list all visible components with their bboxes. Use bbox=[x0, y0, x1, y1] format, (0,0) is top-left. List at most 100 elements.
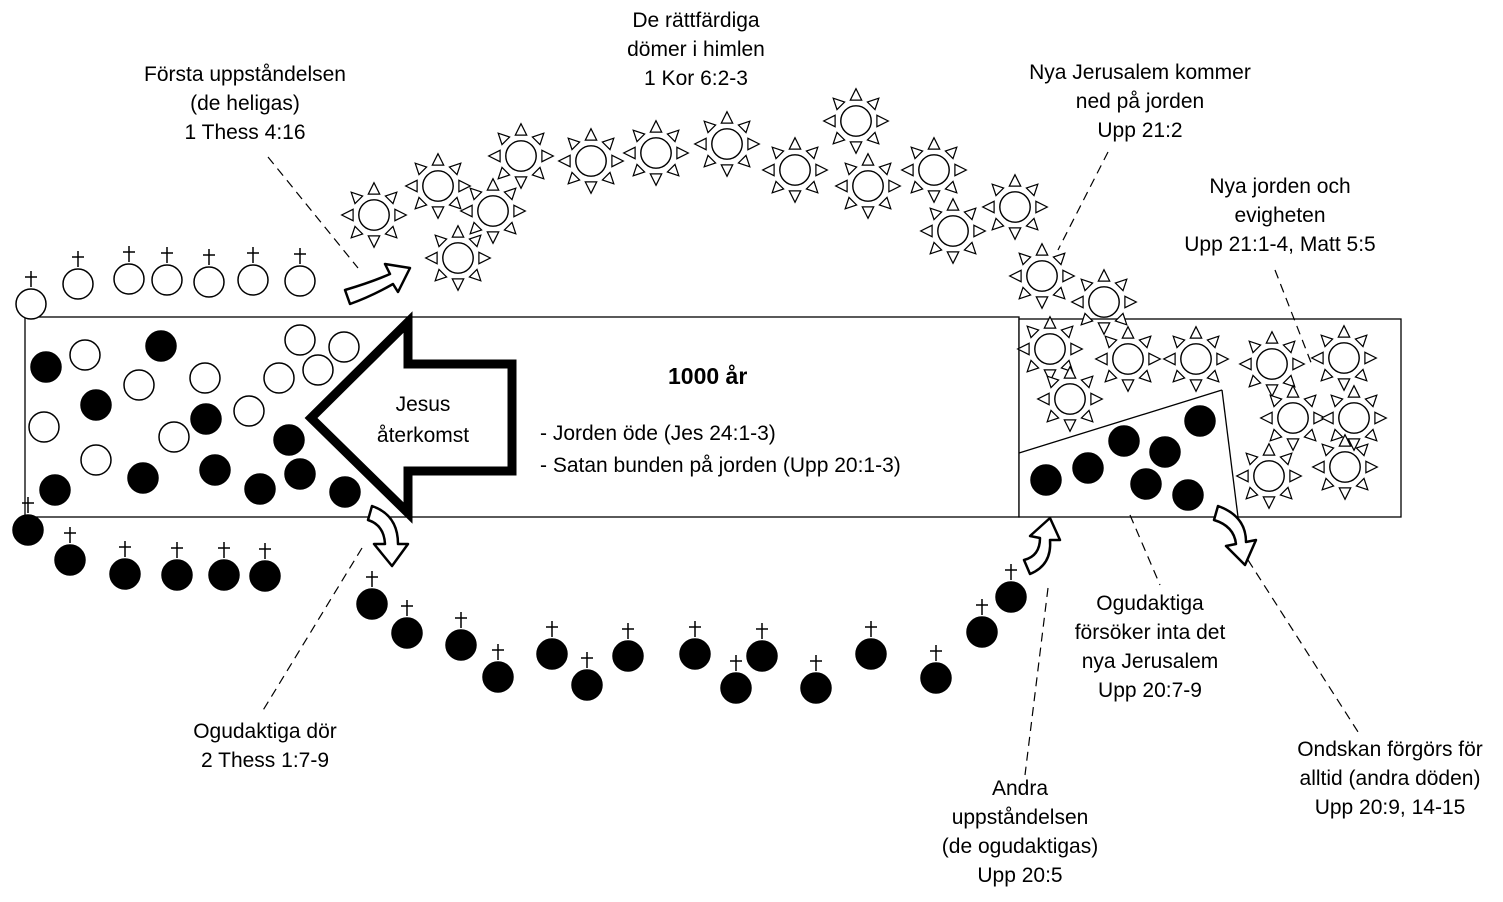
label-line: De rättfärdiga bbox=[632, 9, 760, 32]
wicked-person-icon bbox=[995, 581, 1027, 613]
label-line: Andra bbox=[991, 777, 1049, 800]
curved-arrow-down-left bbox=[366, 504, 410, 568]
wicked-person-icon bbox=[109, 558, 141, 590]
sun-icon bbox=[1094, 325, 1162, 393]
cross-icon bbox=[621, 622, 635, 640]
wicked-person-icon bbox=[920, 662, 952, 694]
sun-icon bbox=[1036, 365, 1104, 433]
righteous-person-icon bbox=[158, 421, 190, 453]
label-line: alltid (andra döden) bbox=[1299, 767, 1481, 790]
wicked-person-icon bbox=[80, 389, 112, 421]
label-line: Nya Jerusalem kommer bbox=[1029, 61, 1251, 84]
cross-icon bbox=[246, 246, 260, 264]
label-line: Ogudaktiga dör bbox=[193, 720, 337, 743]
wicked-person-icon bbox=[1130, 468, 1162, 500]
cross-icon bbox=[975, 598, 989, 616]
righteous-person-icon bbox=[123, 369, 155, 401]
label-first-resurrection: Första uppståndelsen (de heligas) 1 Thes… bbox=[110, 60, 380, 147]
wicked-person-icon bbox=[1184, 405, 1216, 437]
label-righteous-judge: De rättfärdiga dömer i himlen 1 Kor 6:2-… bbox=[566, 6, 826, 93]
righteous-person-icon bbox=[284, 265, 316, 297]
cross-icon bbox=[122, 245, 136, 263]
wicked-person-icon bbox=[12, 514, 44, 546]
sun-icon bbox=[1310, 324, 1378, 392]
wicked-person-icon bbox=[284, 458, 316, 490]
sun-icon bbox=[557, 127, 625, 195]
cross-icon bbox=[293, 247, 307, 265]
cross-icon bbox=[170, 541, 184, 559]
label-line: Upp 20:7-9 bbox=[1098, 679, 1202, 702]
cross-icon bbox=[202, 248, 216, 266]
sun-icon bbox=[340, 181, 408, 249]
leader-lines bbox=[261, 151, 1361, 776]
cross-icon bbox=[217, 541, 231, 559]
righteous-person-icon bbox=[15, 288, 47, 320]
wicked-person-icon bbox=[612, 640, 644, 672]
sun-icon bbox=[693, 110, 761, 178]
sun-icon bbox=[919, 197, 987, 265]
cross-icon bbox=[755, 622, 769, 640]
sun-icon bbox=[459, 177, 527, 245]
sun-icon bbox=[404, 152, 472, 220]
wicked-person-icon bbox=[190, 403, 222, 435]
millennium-line-1: - Jorden öde (Jes 24:1-3) bbox=[540, 422, 776, 445]
label-evil-destroyed: Ondskan förgörs för alltid (andra döden)… bbox=[1278, 735, 1502, 822]
wicked-person-icon bbox=[720, 672, 752, 704]
wicked-person-icon bbox=[199, 454, 231, 486]
label-line: dömer i himlen bbox=[627, 38, 765, 61]
jesus-return-label: Jesus återkomst bbox=[368, 389, 478, 451]
righteous-person-icon bbox=[80, 444, 112, 476]
wicked-person-icon bbox=[161, 559, 193, 591]
sun-icon bbox=[1070, 268, 1138, 336]
label-line: Ondskan förgörs för bbox=[1297, 738, 1483, 761]
wicked-person-icon bbox=[244, 473, 276, 505]
righteous-person-icon bbox=[233, 395, 265, 427]
wicked-person-icon bbox=[30, 351, 62, 383]
label-new-jerusalem: Nya Jerusalem kommer ned på jorden Upp 2… bbox=[1000, 58, 1280, 145]
millennium-title: 1000 år bbox=[668, 363, 748, 389]
wicked-person-icon bbox=[1072, 452, 1104, 484]
label-line: Upp 21:1-4, Matt 5:5 bbox=[1184, 233, 1376, 256]
sun-icon bbox=[1259, 384, 1327, 452]
cross-icon bbox=[580, 651, 594, 669]
righteous-person-icon bbox=[193, 266, 225, 298]
sun-icon bbox=[1311, 433, 1379, 501]
wicked-person-icon bbox=[1108, 425, 1140, 457]
sun-icon bbox=[981, 173, 1049, 241]
label-line: (de heligas) bbox=[190, 92, 300, 115]
cross-icon bbox=[491, 643, 505, 661]
wicked-person-icon bbox=[1172, 479, 1204, 511]
sun-icon bbox=[1238, 330, 1306, 398]
jerusalem-divider bbox=[1018, 389, 1223, 454]
label-line: försöker inta det bbox=[1074, 621, 1226, 644]
wicked-person-icon bbox=[208, 559, 240, 591]
sun-icon bbox=[900, 136, 968, 204]
wicked-person-icon bbox=[1149, 436, 1181, 468]
wicked-person-icon bbox=[273, 424, 305, 456]
cross-icon bbox=[258, 542, 272, 560]
cross-icon bbox=[688, 620, 702, 638]
curved-arrow-down-right bbox=[1212, 504, 1258, 567]
label-new-earth: Nya jorden och evigheten Upp 21:1-4, Mat… bbox=[1145, 172, 1415, 259]
sun-icon bbox=[1320, 384, 1388, 452]
sun-icon bbox=[761, 136, 829, 204]
cross-icon bbox=[118, 540, 132, 558]
cross-icon bbox=[24, 270, 38, 288]
label-line: Upp 21:2 bbox=[1097, 119, 1183, 142]
wicked-person-icon bbox=[855, 638, 887, 670]
curved-arrow-up-left bbox=[343, 262, 412, 306]
wicked-person-icon bbox=[800, 672, 832, 704]
wicked-person-icon bbox=[966, 616, 998, 648]
cross-icon bbox=[729, 654, 743, 672]
cross-icon bbox=[545, 620, 559, 638]
sun-icon bbox=[487, 122, 555, 190]
righteous-person-icon bbox=[328, 331, 360, 363]
label-second-resurrection: Andra uppståndelsen (de ogudaktigas) Upp… bbox=[905, 774, 1135, 890]
cross-icon bbox=[160, 246, 174, 264]
wicked-person-icon bbox=[679, 638, 711, 670]
label-wicked-die: Ogudaktiga dör 2 Thess 1:7-9 bbox=[160, 717, 370, 775]
cross-icon bbox=[454, 611, 468, 629]
wicked-person-icon bbox=[54, 544, 86, 576]
label-line: (de ogudaktigas) bbox=[941, 835, 1099, 858]
